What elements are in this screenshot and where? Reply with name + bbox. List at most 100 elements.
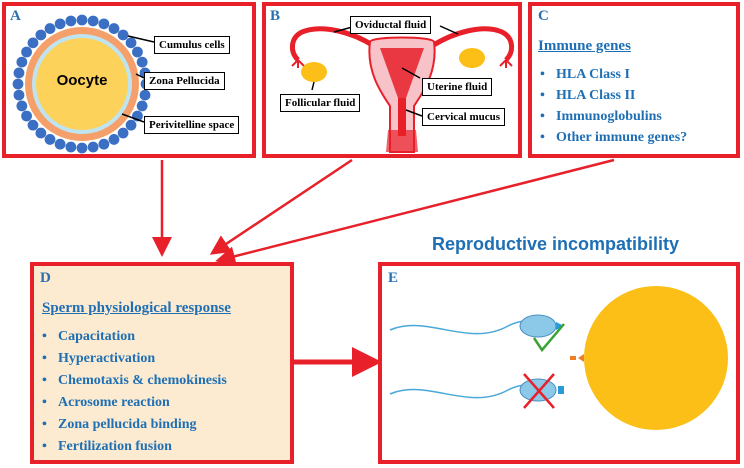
cumulus-cell	[136, 100, 148, 112]
immune-genes-heading: Immune genes	[538, 38, 631, 54]
callout-follicular-fluid: Follicular fluid	[280, 94, 361, 112]
panel-a-label: A	[10, 8, 21, 24]
cumulus-cell	[21, 46, 32, 58]
panel-d: D Sperm physiological response •Capacita…	[30, 262, 294, 464]
list-item: •Capacitation	[42, 326, 227, 348]
bullet: •	[42, 417, 47, 432]
female-reproductive-tract-diagram	[290, 25, 514, 153]
cumulus-cell	[27, 37, 39, 49]
cumulus-cell	[27, 119, 39, 131]
panel-d-label: D	[40, 270, 51, 286]
cumulus-cell	[87, 141, 99, 153]
sperm-response-heading: Sperm physiological response	[42, 300, 231, 316]
pointer-zona	[135, 73, 145, 79]
pointer-uterine	[401, 67, 421, 79]
callout-uterine-fluid: Uterine fluid	[422, 78, 493, 96]
list-item: •Zona pellucida binding	[42, 414, 227, 436]
left-ovary	[301, 62, 327, 82]
callout-cervical-mucus: Cervical mucus	[422, 108, 506, 126]
panel-c-label: C	[538, 8, 549, 24]
cervical-canal	[398, 98, 406, 136]
cumulus-cell	[136, 56, 148, 68]
bullet: •	[540, 109, 545, 124]
panel-e: E	[378, 262, 740, 464]
pointer-perivitelline	[121, 113, 145, 123]
arrow-b-to-d	[209, 158, 353, 255]
list-item: •HLA Class I	[540, 64, 687, 85]
cumulus-cell	[65, 141, 77, 153]
cumulus-cell	[117, 29, 129, 41]
right-ovary	[459, 48, 485, 68]
cumulus-cell	[117, 127, 129, 139]
cumulus-cell	[125, 37, 137, 49]
list-item: •Fertilization fusion	[42, 436, 227, 458]
cumulus-cell	[44, 23, 56, 34]
vagina	[386, 130, 418, 152]
cumulus-cell	[87, 15, 99, 27]
panel-b: B Oviductal fluid Uterine fluid Follicul…	[262, 2, 522, 158]
sperm-egg-interaction-diagram	[389, 286, 728, 430]
panel-a: A Oocyte Cumulus cells Zona Pellucida Pe…	[2, 2, 256, 158]
cumulus-cell	[98, 138, 110, 150]
bullet: •	[42, 329, 47, 344]
cumulus-cell	[125, 119, 137, 131]
pointer-cumulus	[127, 35, 155, 43]
cumulus-cell	[54, 138, 66, 150]
left-fimbria	[291, 59, 305, 68]
cumulus-cell	[12, 78, 24, 90]
cumulus-cell	[13, 67, 25, 79]
egg-surface-receptor	[570, 354, 584, 362]
uterine-cavity	[380, 48, 424, 98]
cumulus-cell	[54, 18, 66, 30]
panel-e-label: E	[388, 270, 399, 286]
cumulus-cell	[13, 89, 25, 101]
rejected-sperm-cross-icon	[523, 373, 555, 409]
list-item: •HLA Class II	[540, 85, 687, 106]
cumulus-cell	[65, 15, 77, 27]
egg	[584, 286, 728, 430]
accepted-sperm-checkmark-icon	[532, 323, 565, 353]
cumulus-cell	[35, 29, 47, 41]
list-item: •Immunoglobulins	[540, 106, 687, 127]
cumulus-cell	[21, 110, 32, 122]
sperm-tail-bottom	[389, 384, 534, 399]
bullet: •	[42, 373, 47, 388]
panel-c: C Immune genes •HLA Class I •HLA Class I…	[528, 2, 740, 158]
sperm-head-top	[519, 314, 557, 338]
sperm-acrosome-top	[556, 322, 564, 330]
sperm-tail-top	[389, 320, 534, 335]
right-oviduct	[430, 26, 514, 62]
cumulus-cell	[108, 134, 120, 145]
cumulus-cell	[139, 89, 151, 101]
list-item: •Other immune genes?	[540, 127, 687, 148]
callout-cumulus-cells: Cumulus cells	[154, 36, 230, 54]
cumulus-cell	[16, 56, 28, 68]
cumulus-cell	[76, 14, 88, 26]
cumulus-cell	[132, 46, 143, 58]
bullet: •	[540, 88, 545, 103]
bullet: •	[42, 439, 47, 454]
oocyte-cytoplasm	[36, 38, 128, 130]
bullet: •	[42, 351, 47, 366]
callout-perivitelline-space: Perivitelline space	[144, 116, 240, 134]
bullet: •	[540, 67, 545, 82]
list-item: •Acrosome reaction	[42, 392, 227, 414]
panel-b-label: B	[270, 8, 281, 24]
oocyte-diagram	[12, 14, 155, 154]
cumulus-cell	[44, 134, 56, 145]
panel-e-title: Reproductive incompatibility	[432, 234, 680, 254]
pointer-follicular	[311, 81, 315, 91]
list-item: •Chemotaxis & chemokinesis	[42, 370, 227, 392]
bullet: •	[42, 395, 47, 410]
cumulus-cell	[35, 127, 47, 139]
list-item: •Hyperactivation	[42, 348, 227, 370]
pointer-oviductal-right	[439, 25, 459, 35]
cumulus-cell	[76, 142, 88, 154]
sperm-acrosome-bottom	[558, 386, 564, 394]
sperm-response-list: •Capacitation •Hyperactivation •Chemotax…	[42, 326, 227, 458]
cumulus-cell	[108, 23, 120, 34]
oocyte-label: Oocyte	[56, 72, 108, 89]
cumulus-cell	[98, 18, 110, 30]
bullet: •	[540, 130, 545, 145]
immune-genes-list: •HLA Class I •HLA Class II •Immunoglobul…	[540, 64, 687, 148]
